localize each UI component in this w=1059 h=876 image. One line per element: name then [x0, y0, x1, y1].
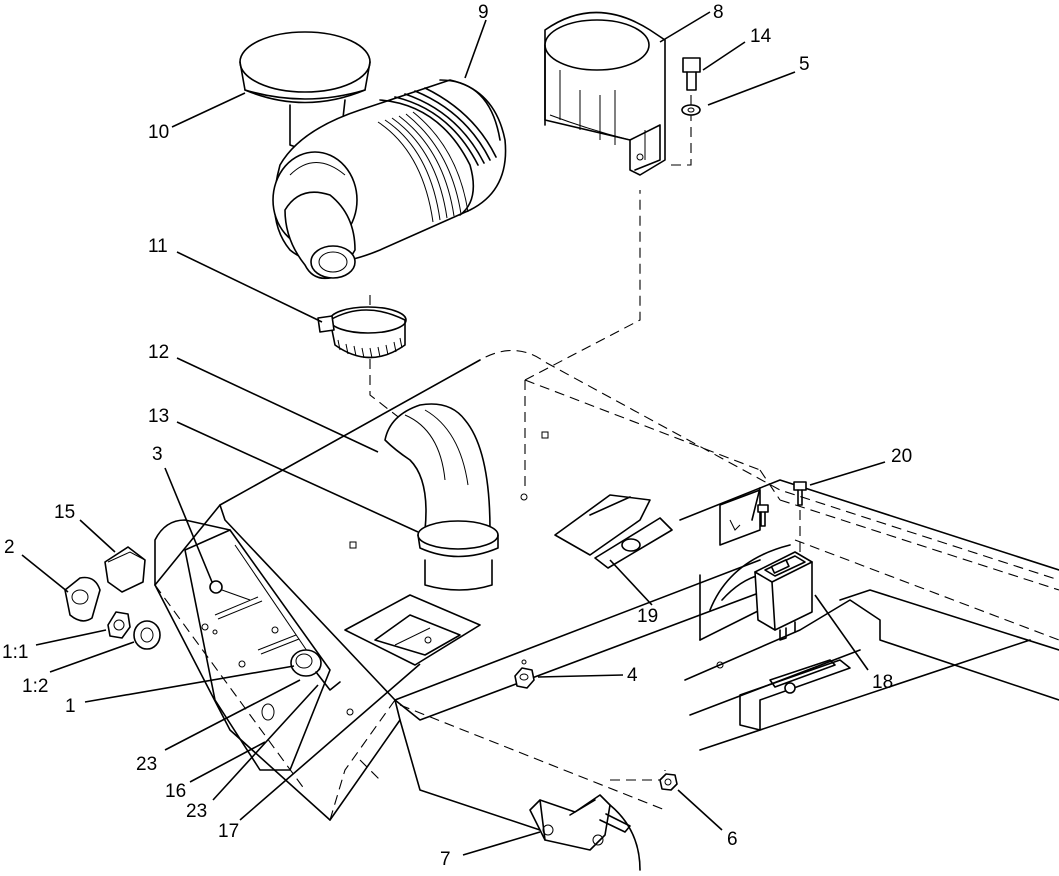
- leader-1-1: [35, 629, 107, 646]
- leader-8: [659, 11, 711, 43]
- callout-labels: 10 9 8 14 5 11 12 13 3 15 2 1:1 1:2 1 23…: [2, 2, 912, 870]
- callout-10: 10: [148, 122, 169, 143]
- hose-elbow-12: [384, 403, 491, 531]
- air-cleaner-body: [272, 79, 507, 280]
- callout-3: 3: [152, 444, 163, 465]
- callout-1: 1: [65, 696, 76, 717]
- callout-6: 6: [727, 829, 738, 850]
- screw-20b: [751, 487, 769, 527]
- nut-4: [514, 659, 535, 689]
- callout-9: 9: [478, 2, 489, 23]
- leader-5: [707, 71, 796, 106]
- leader-20: [809, 461, 886, 486]
- decal-17: [344, 594, 481, 666]
- lock-washer-1-2: [133, 620, 161, 650]
- leader-16: [189, 741, 266, 783]
- callout-17: 17: [218, 821, 239, 842]
- leader-7: [462, 831, 541, 856]
- leader-17: [239, 663, 421, 821]
- callout-11: 11: [148, 236, 168, 257]
- callout-1-2: 1:2: [22, 676, 48, 697]
- dash-rods: [201, 596, 354, 721]
- hood-panel: [154, 359, 781, 831]
- callout-15: 15: [54, 502, 75, 523]
- callout-19: 19: [637, 606, 658, 627]
- hood-outline: [219, 190, 1059, 811]
- callout-4: 4: [627, 665, 638, 686]
- leader-19: [609, 559, 653, 606]
- callout-8: 8: [713, 2, 724, 23]
- callout-7: 7: [440, 849, 451, 870]
- leader-4: [537, 674, 624, 678]
- frame-right: [679, 479, 1059, 751]
- switch-1: [290, 649, 341, 691]
- cable-bracket-7: [529, 794, 641, 871]
- bolt-14: [682, 57, 701, 91]
- leader-1: [84, 665, 295, 703]
- washer-5: [681, 104, 701, 116]
- mounting-band: [544, 11, 666, 176]
- nut-1-1: [107, 611, 131, 639]
- pre-cleaner-cap: [239, 31, 371, 151]
- callout-16: 16: [165, 781, 186, 802]
- leader-2: [21, 554, 69, 593]
- leader-lines: [21, 11, 886, 856]
- leader-6: [677, 789, 723, 831]
- callout-18: 18: [872, 672, 893, 693]
- leader-11: [176, 251, 323, 323]
- callout-5: 5: [799, 54, 810, 75]
- screw-20: [793, 481, 807, 506]
- hour-meter-18: [754, 551, 813, 641]
- tether-cap-2: [64, 576, 101, 622]
- leader-14: [702, 41, 746, 71]
- leader-10: [171, 92, 246, 128]
- knob-3: [209, 580, 251, 601]
- callout-23-b: 23: [186, 801, 207, 822]
- callout-1-1: 1:1: [2, 642, 28, 663]
- hose-clamp-13: [417, 520, 499, 591]
- callout-23-a: 23: [136, 754, 157, 775]
- boot-15: [104, 546, 146, 593]
- leader-9: [464, 19, 487, 79]
- hose-clamp-11: [317, 306, 407, 359]
- leader-23b: [212, 684, 319, 801]
- leader-3: [164, 467, 213, 583]
- nut-6: [659, 773, 678, 791]
- callout-12: 12: [148, 342, 169, 363]
- decal-19: [554, 494, 673, 569]
- leader-13: [176, 421, 419, 533]
- callout-13: 13: [148, 406, 169, 427]
- leader-1-2: [49, 641, 135, 673]
- leader-15: [79, 519, 116, 553]
- callout-14: 14: [750, 26, 772, 47]
- bolt-axis-line: [665, 95, 692, 166]
- leader-18: [814, 594, 869, 671]
- leader-23a: [164, 679, 301, 751]
- callout-20: 20: [891, 446, 912, 467]
- leader-12: [176, 357, 379, 453]
- callout-2: 2: [4, 537, 15, 558]
